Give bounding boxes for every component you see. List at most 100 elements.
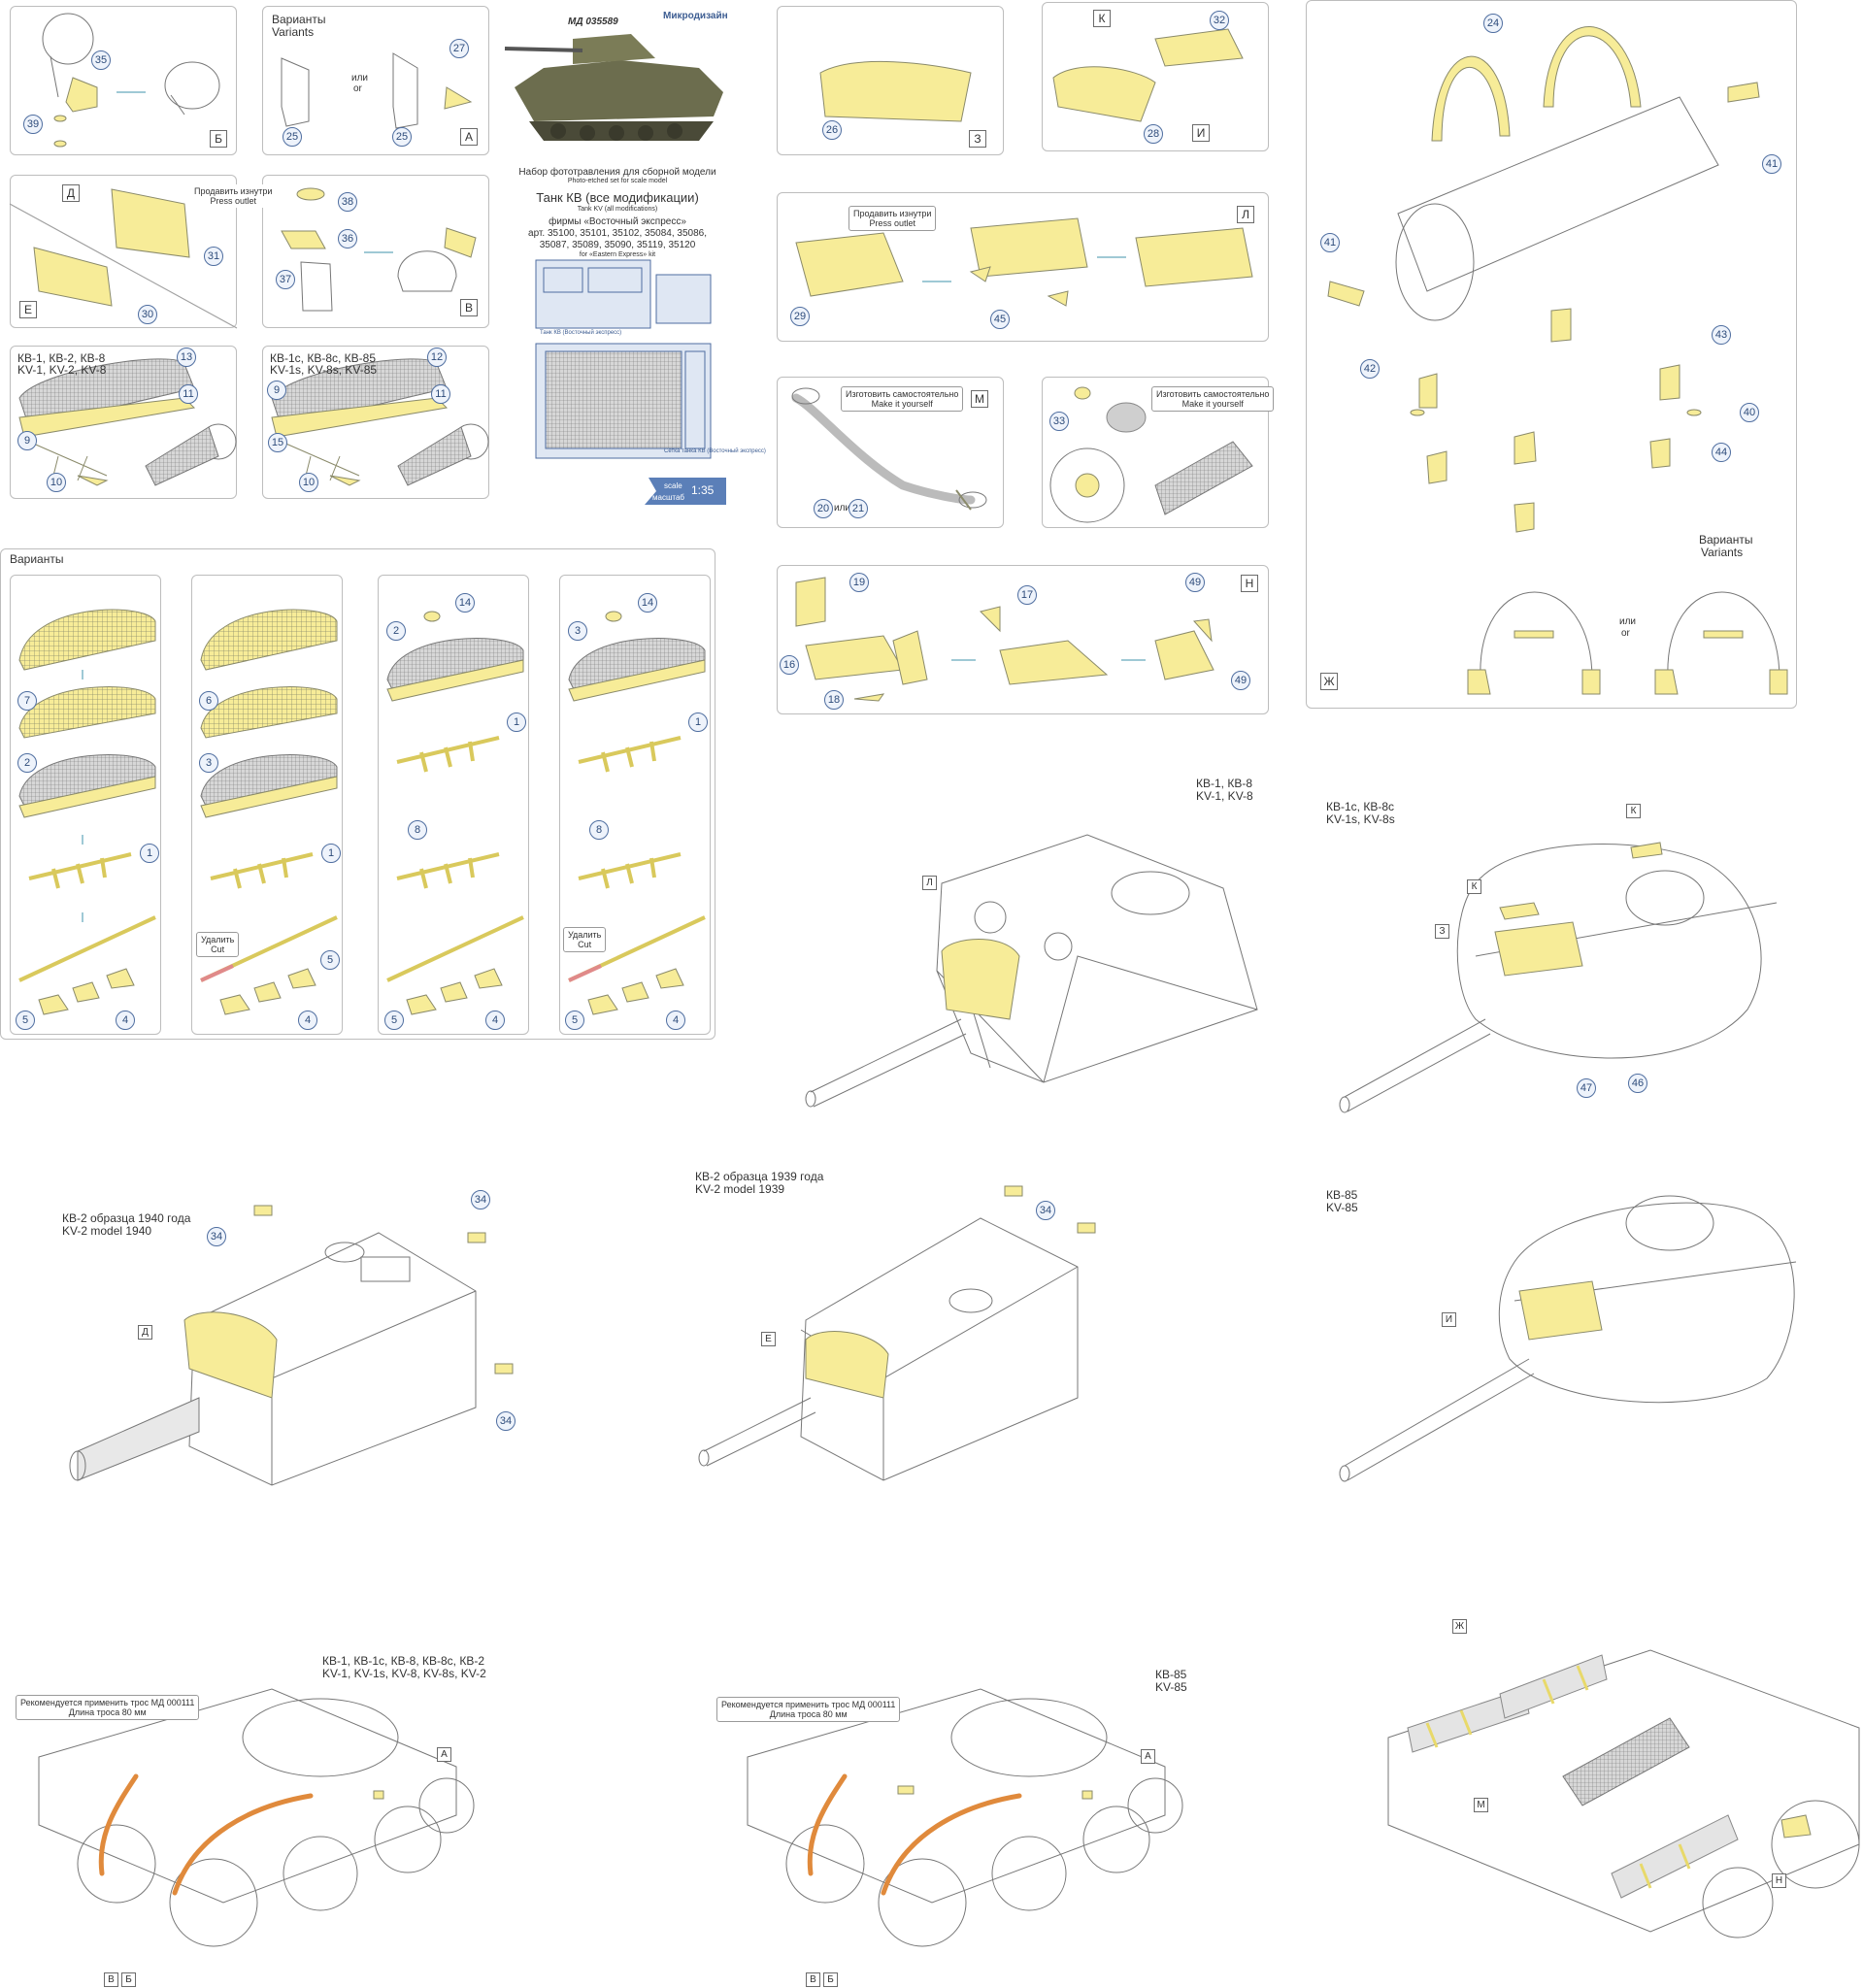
drawing-m <box>791 387 987 511</box>
panel-letter: З <box>969 130 986 148</box>
part-num: 2 <box>17 753 37 773</box>
cut-note: Удалить Cut <box>563 927 607 952</box>
part-num: 5 <box>16 1011 35 1030</box>
part-num: 5 <box>565 1011 584 1030</box>
turret-kv85-label-ru: КВ-85 <box>1326 1188 1358 1202</box>
part-num: 5 <box>384 1011 404 1030</box>
drawing-hull-3 <box>1387 1649 1860 1938</box>
part-num: 6 <box>199 691 218 711</box>
part-num: 32 <box>1210 11 1229 30</box>
panel-letter: В <box>460 299 478 316</box>
part-num: 20 <box>814 499 833 518</box>
make-note: Изготовить самостоятельно Make it yourse… <box>1151 386 1275 412</box>
part-num: 49 <box>1185 573 1205 592</box>
drawing-hull-2 <box>747 1688 1183 1947</box>
tank-photo <box>504 34 723 141</box>
fret-label-2: Сетка танка КВ (Восточный экспресс) <box>664 448 766 454</box>
turret-kv2-1939-label-ru: КВ-2 образца 1939 года <box>695 1170 824 1183</box>
fret-images <box>535 259 712 459</box>
turret-letter: К <box>1467 879 1481 894</box>
part-num: 8 <box>408 820 427 840</box>
drawing-turret-kv2-1939 <box>698 1185 1096 1481</box>
part-num: 25 <box>392 127 412 147</box>
part-num: 21 <box>848 499 868 518</box>
part-num: 27 <box>449 39 469 58</box>
part-num: 16 <box>780 655 799 675</box>
drawing-a <box>281 52 473 129</box>
drawing-turret-kv1s <box>1339 842 1778 1113</box>
drawing-zh <box>1327 26 1788 695</box>
panel-letter: М <box>971 390 988 408</box>
hull-letter: Б <box>121 1972 136 1987</box>
hull-1-label-ru: КВ-1, КВ-1с, КВ-8, КВ-8с, КВ-2 <box>322 1654 484 1668</box>
turret-kv1s-label-en: KV-1s, KV-8s <box>1326 812 1395 826</box>
hull-letter: Б <box>823 1972 838 1987</box>
turret-kv1s-label-ru: КВ-1с, КВ-8с <box>1326 800 1394 813</box>
turret-letter: И <box>1442 1312 1456 1327</box>
scale-value: 1:35 <box>691 483 715 497</box>
scale-ru: масштаб <box>652 493 684 502</box>
part-num: 38 <box>338 192 357 212</box>
turret-kv2-1940-label-en: KV-2 model 1940 <box>62 1224 152 1238</box>
part-num: 17 <box>1017 585 1037 605</box>
or-en: or <box>353 83 362 94</box>
part-num: 33 <box>1049 412 1069 431</box>
title-en-1: Photo-etched set for scale model <box>567 178 668 184</box>
scale-tag-shape <box>645 478 726 505</box>
or-ru: или <box>834 503 851 514</box>
part-num: 9 <box>267 381 286 400</box>
hull-letter: Н <box>1772 1873 1786 1888</box>
drawing-turret-kv85 <box>1339 1195 1797 1482</box>
panel-letter: А <box>460 128 478 146</box>
drawing-kv1s <box>271 358 489 486</box>
part-num: 1 <box>688 712 708 732</box>
part-num: 1 <box>507 712 526 732</box>
drawing-l <box>795 217 1253 307</box>
part-num: 26 <box>822 120 842 140</box>
part-num: 39 <box>23 115 43 134</box>
part-num: 44 <box>1712 443 1731 462</box>
part-num: 49 <box>1231 671 1250 690</box>
title-en-2: Tank KV (all modifications) <box>577 206 658 213</box>
part-num: 4 <box>485 1011 505 1030</box>
part-num: 4 <box>666 1011 685 1030</box>
kv1-label-en: KV-1, KV-2, KV-8 <box>17 363 107 377</box>
scale-en: scale <box>664 481 682 490</box>
kv1s-label-ru: КВ-1с, КВ-8с, КВ-85 <box>270 351 377 365</box>
variants-en: Variants <box>1701 546 1744 559</box>
drawing-m2 <box>1049 386 1253 523</box>
part-num: 24 <box>1483 14 1503 33</box>
turret-letter: Л <box>922 876 937 890</box>
part-num: 5 <box>320 950 340 970</box>
or-ru: или <box>351 73 369 83</box>
part-num: 35 <box>91 50 111 70</box>
fret-label-1: Танк КВ (Восточный экспресс) <box>540 330 622 336</box>
part-num: 9 <box>17 431 37 450</box>
panel-letter: Н <box>1241 575 1258 592</box>
kv1s-label-en: KV-1s, KV-8s, KV-85 <box>270 363 378 377</box>
part-num: 41 <box>1762 154 1781 174</box>
variants-ru: Варианты <box>272 13 326 26</box>
part-num: 45 <box>990 310 1010 329</box>
variants-ru: Варианты <box>1699 533 1753 547</box>
press-note: Продавить изнутри Press outlet <box>848 206 937 231</box>
part-num: 4 <box>298 1011 317 1030</box>
articles-2: 35087, 35089, 35090, 35119, 35120 <box>539 240 696 250</box>
part-num: 47 <box>1577 1078 1596 1098</box>
hull-letter: В <box>806 1972 820 1987</box>
hull-2-label-ru: КВ-85 <box>1155 1668 1187 1681</box>
hull-2-label-en: KV-85 <box>1155 1680 1187 1694</box>
hull-letter: М <box>1474 1798 1488 1812</box>
part-num: 1 <box>321 844 341 863</box>
part-num: 34 <box>207 1227 226 1246</box>
drawing-b <box>42 13 220 148</box>
variants-title: Варианты <box>10 552 64 566</box>
or-en: or <box>1621 628 1630 639</box>
drawing-turret-kv1 <box>805 834 1258 1108</box>
articles-1: арт. 35100, 35101, 35102, 35084, 35086, <box>528 228 707 239</box>
part-num: 40 <box>1740 403 1759 422</box>
press-note: Продавить изнутри Press outlet <box>190 184 277 208</box>
part-num: 34 <box>496 1411 516 1431</box>
drawing-k <box>1052 28 1244 122</box>
